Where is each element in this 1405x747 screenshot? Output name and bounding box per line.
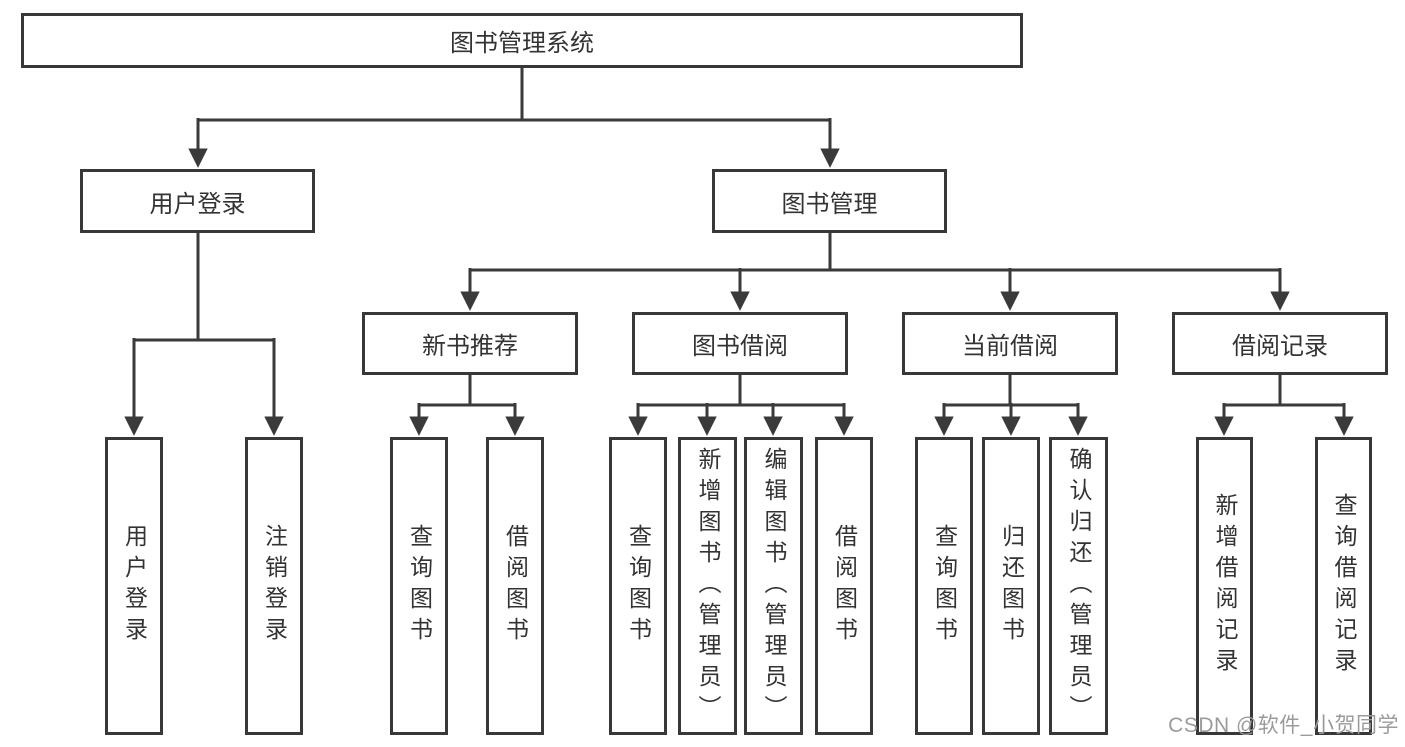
leaf-edit-book-admin: 编辑图书（管理员） [744, 437, 803, 735]
leaf-borrow-books-recommend: 借阅图书 [486, 437, 544, 735]
node-label: 借阅记录 [1232, 333, 1328, 360]
leaf-user-login: 用户登录 [105, 437, 163, 735]
node-root: 图书管理系统 [21, 13, 1023, 68]
leaf-borrow-books: 借阅图书 [815, 437, 873, 735]
node-label: 新书推荐 [422, 333, 518, 360]
leaf-query-books-current: 查询图书 [915, 437, 973, 735]
node-label: 用户登录 [121, 524, 148, 648]
node-current-borrow: 当前借阅 [902, 312, 1118, 375]
node-book-borrow: 图书借阅 [632, 312, 848, 375]
node-label: 图书管理系统 [450, 30, 594, 57]
node-label: 图书管理 [781, 190, 878, 218]
leaf-query-books-recommend: 查询图书 [390, 437, 448, 735]
node-label: 查询借阅记录 [1331, 493, 1357, 679]
node-label: 查询图书 [406, 524, 433, 648]
leaf-query-books-borrow: 查询图书 [609, 437, 667, 735]
node-label: 查询图书 [931, 524, 958, 648]
leaf-logout: 注销登录 [245, 437, 303, 735]
node-label: 确认归还（管理员） [1066, 446, 1092, 726]
node-label: 借阅图书 [502, 524, 529, 648]
node-label: 查询图书 [625, 524, 652, 648]
node-label: 注销登录 [261, 524, 288, 648]
node-book-management: 图书管理 [712, 169, 947, 233]
node-label: 新增借阅记录 [1212, 493, 1238, 679]
node-user-login: 用户登录 [80, 169, 315, 233]
node-label: 当前借阅 [962, 333, 1058, 360]
node-label: 图书借阅 [692, 333, 788, 360]
leaf-add-book-admin: 新增图书（管理员） [678, 437, 737, 735]
node-label: 归还图书 [998, 524, 1025, 648]
leaf-confirm-return-admin: 确认归还（管理员） [1049, 437, 1108, 735]
node-label: 编辑图书（管理员） [761, 446, 787, 726]
node-borrow-records: 借阅记录 [1172, 312, 1388, 375]
node-new-book-recommend: 新书推荐 [362, 312, 578, 375]
leaf-return-book: 归还图书 [982, 437, 1040, 735]
watermark: CSDN @软件_小贺同学 [1168, 714, 1399, 737]
leaf-add-borrow-record: 新增借阅记录 [1196, 437, 1253, 735]
node-label: 用户登录 [149, 190, 246, 218]
node-label: 新增图书（管理员） [695, 446, 721, 726]
leaf-query-borrow-record: 查询借阅记录 [1315, 437, 1372, 735]
node-label: 借阅图书 [831, 524, 858, 648]
